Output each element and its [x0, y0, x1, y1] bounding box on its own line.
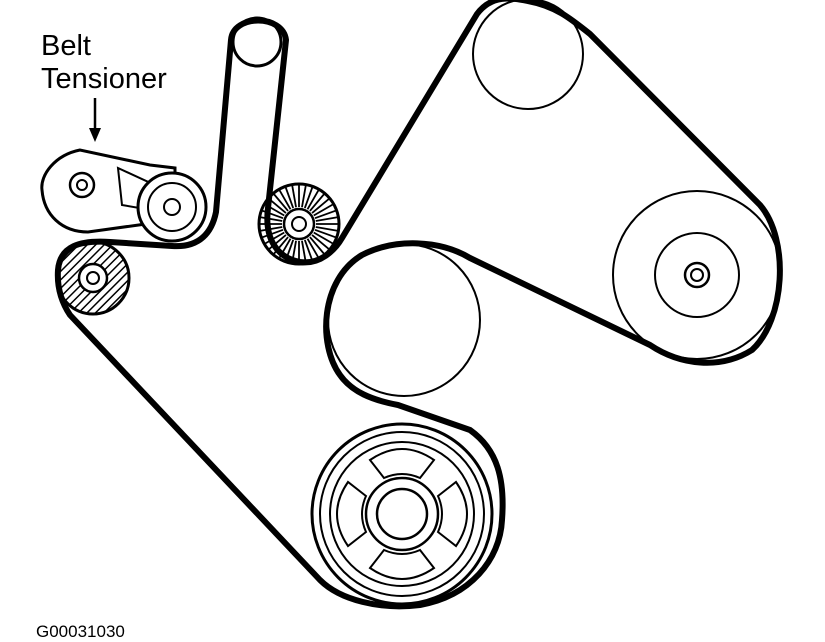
pulley-groove	[303, 187, 314, 209]
belt-tensioner-label-line2: Tensioner	[41, 63, 167, 95]
pulley-groove	[311, 234, 330, 250]
crankshaft-pulley	[310, 422, 494, 606]
pulley-groove	[313, 203, 334, 217]
right-pulley	[612, 190, 782, 360]
upper-right-pulley	[472, 0, 584, 110]
tensioner-assembly	[40, 148, 208, 243]
pulley-groove	[306, 238, 320, 259]
pulley-groove	[314, 228, 336, 239]
pulley-groove	[306, 189, 320, 210]
pulley-groove	[268, 198, 287, 214]
serpentine-belt	[54, 0, 783, 610]
pulley-groove	[313, 231, 334, 245]
pulley-groove	[301, 185, 307, 208]
pulley-groove	[315, 226, 338, 232]
pulley-groove	[311, 198, 330, 214]
pulley-groove	[314, 209, 336, 220]
pulley-groove	[260, 216, 283, 222]
pulley-groove	[309, 236, 325, 255]
lower-idler-pulley	[55, 240, 131, 316]
pulley-groove	[278, 189, 292, 210]
pulley-groove	[273, 193, 289, 212]
pulley-groove	[260, 226, 283, 232]
pulley-groove	[315, 216, 338, 222]
pulley-groove	[303, 239, 314, 261]
belt-tensioner-label-line1: Belt	[41, 30, 91, 62]
pulley-groove	[301, 240, 307, 263]
pulley-groove	[262, 228, 284, 239]
pulley-groove	[284, 187, 295, 209]
grooved-idler-pulley	[257, 182, 341, 266]
pulley-groove	[264, 231, 285, 245]
callout-arrow	[89, 98, 101, 142]
pulley-groove	[291, 185, 297, 208]
pulley-groove	[309, 193, 325, 212]
